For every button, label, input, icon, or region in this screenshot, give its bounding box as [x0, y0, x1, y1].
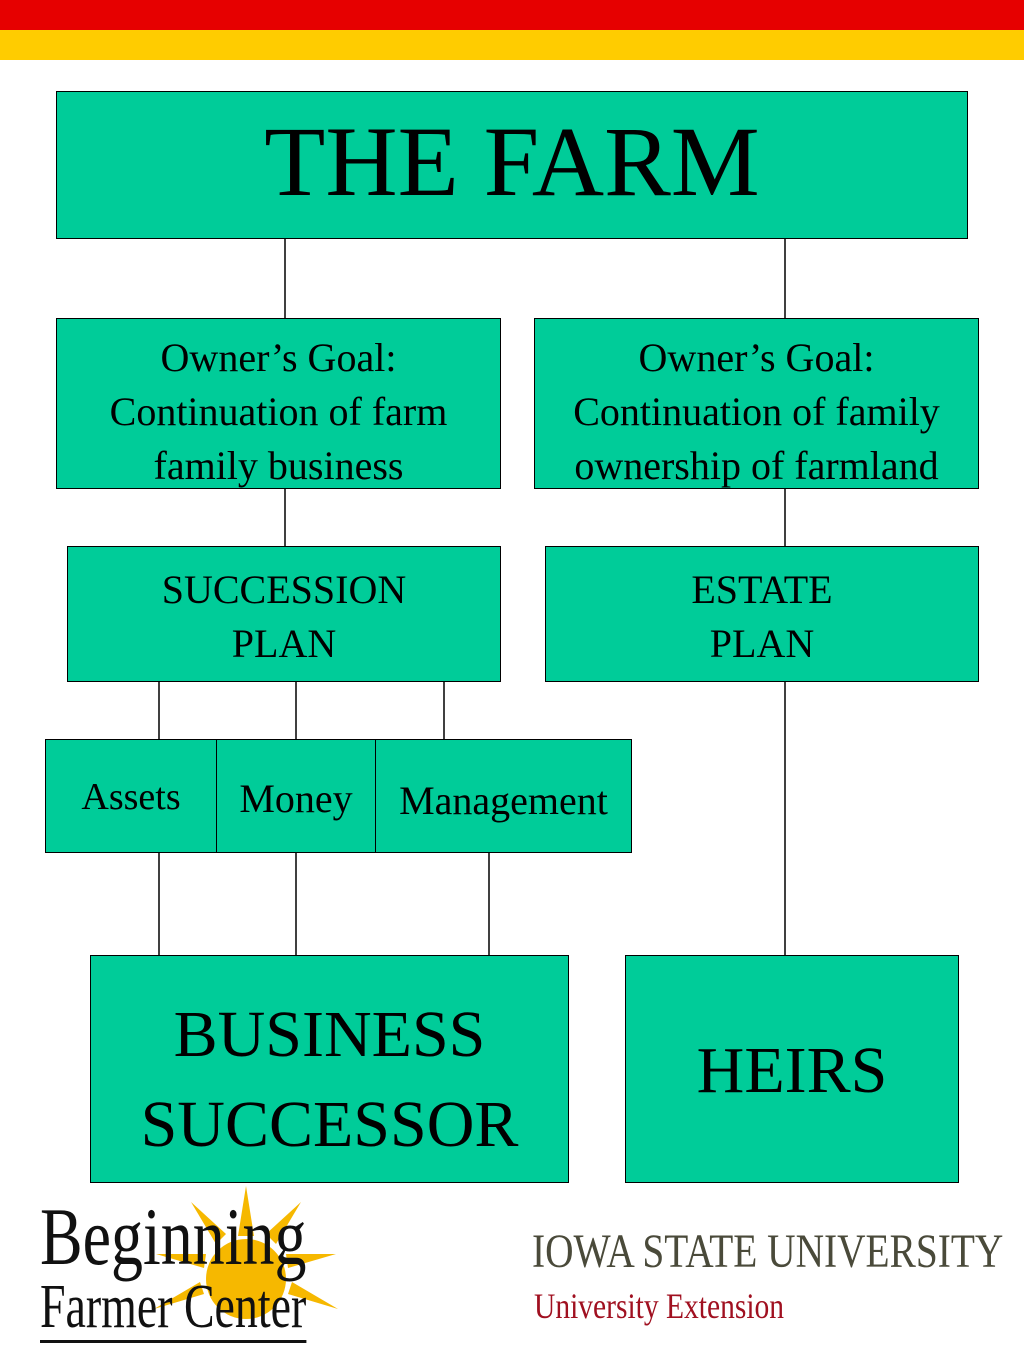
goal-land-line-1: Owner’s Goal: — [638, 335, 875, 380]
succession-plan-line-1: SUCCESSION — [161, 567, 407, 612]
money-box: Money — [216, 739, 376, 853]
business-successor-line-2: SUCCESSOR — [140, 1088, 519, 1161]
heirs-label: HEIRS — [696, 1034, 888, 1107]
estate-plan-line-2: PLAN — [709, 621, 815, 666]
isu-extension: University Extension — [534, 1286, 785, 1326]
goal-business-line-1: Owner’s Goal: — [160, 335, 397, 380]
goal-land-box: Owner’s Goal: Continuation of family own… — [534, 318, 979, 489]
money-label: Money — [239, 776, 353, 821]
goal-business-line-3: family business — [153, 443, 404, 488]
iowa-state-university-logo: IOWA STATE UNIVERSITY University Extensi… — [532, 1222, 1004, 1342]
goal-business-line-2: Continuation of farm — [109, 389, 448, 434]
estate-plan-line-1: ESTATE — [691, 567, 833, 612]
management-label: Management — [399, 778, 608, 823]
assets-label: Assets — [81, 776, 181, 818]
heirs-box: HEIRS — [625, 955, 959, 1183]
goal-business-box: Owner’s Goal: Continuation of farm famil… — [56, 318, 501, 489]
business-successor-box: BUSINESS SUCCESSOR — [90, 955, 569, 1183]
succession-plan-line-2: PLAN — [231, 621, 337, 666]
beginning-farmer-center-logo: Beginning Farmer Center — [36, 1186, 346, 1348]
sun-icon — [154, 1186, 338, 1319]
top-red-stripe — [0, 0, 1024, 30]
assets-box: Assets — [45, 739, 217, 853]
management-box: Management — [375, 739, 632, 853]
goal-land-line-3: ownership of farmland — [574, 443, 939, 488]
the-farm-label: THE FARM — [264, 106, 760, 217]
isu-name: IOWA STATE UNIVERSITY — [532, 1225, 1004, 1278]
bfc-line-1: Beginning — [40, 1191, 307, 1282]
goal-land-line-2: Continuation of family — [573, 389, 940, 434]
succession-plan-box: SUCCESSION PLAN — [67, 546, 501, 682]
business-successor-line-1: BUSINESS — [173, 998, 486, 1071]
bfc-line-2: Farmer Center — [40, 1273, 307, 1343]
top-yellow-stripe — [0, 30, 1024, 60]
the-farm-box: THE FARM — [56, 91, 968, 239]
estate-plan-box: ESTATE PLAN — [545, 546, 979, 682]
